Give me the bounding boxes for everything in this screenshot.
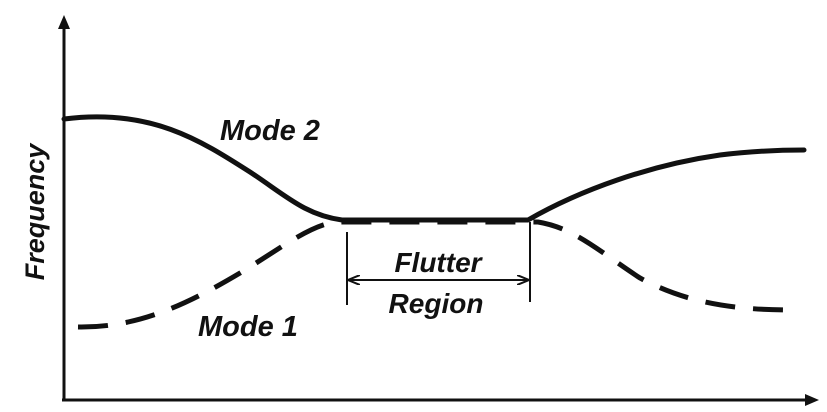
mode-1-label: Mode 1 — [198, 311, 298, 343]
mode-2-label: Mode 2 — [220, 115, 320, 147]
y-axis-label: Frequency — [20, 142, 50, 281]
mode-1-curve — [77, 219, 796, 330]
flutter-region-label-line2: Region — [389, 288, 484, 319]
mode-2-curve — [61, 114, 807, 223]
flutter-region-label-line1: Flutter — [394, 247, 483, 278]
